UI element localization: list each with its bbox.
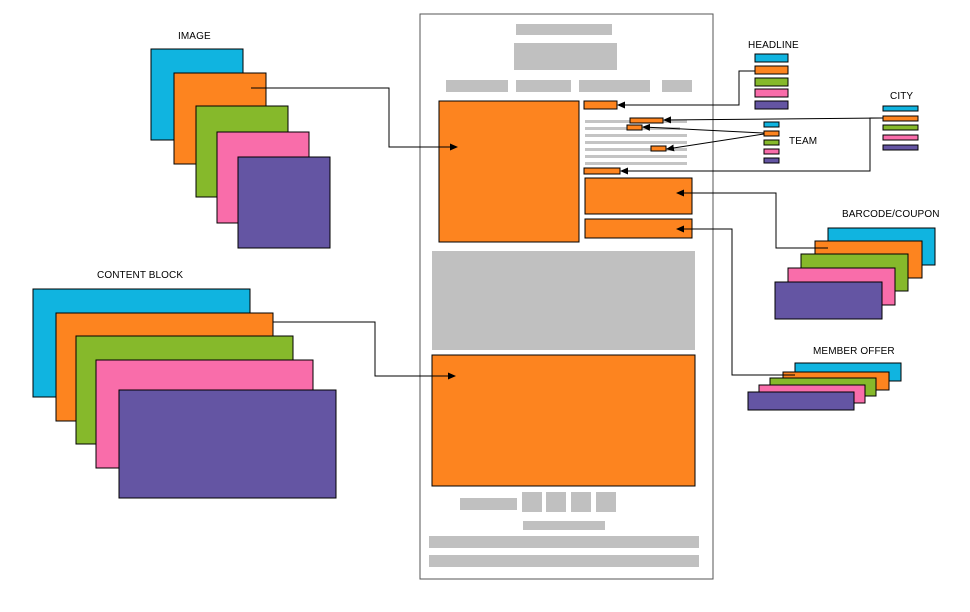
- headline-swatch-orange: [754, 65, 789, 75]
- social-icon-1: [522, 492, 542, 512]
- team-label: TEAM: [789, 136, 818, 147]
- city-arrow-1: [663, 116, 884, 124]
- social-icon-2: [546, 492, 566, 512]
- barcode-variant-purple: [774, 281, 883, 320]
- team-arrow-2: [666, 133, 765, 152]
- headline-swatch-cyan: [754, 53, 789, 63]
- city-label: CITY: [890, 91, 914, 102]
- content-block-variant-purple: [118, 389, 337, 499]
- city-swatch-purple: [882, 144, 919, 151]
- team-variant-stack: [763, 121, 780, 164]
- team-slot-2: [650, 145, 667, 152]
- city-swatch-cyan: [882, 105, 919, 112]
- content-block-variant-stack: [32, 288, 337, 499]
- team-arrow-1: [642, 123, 765, 134]
- city-swatch-green: [882, 124, 919, 131]
- social-icon-4: [596, 492, 616, 512]
- footer-link-bar: [523, 521, 605, 530]
- headline-label: HEADLINE: [748, 40, 799, 51]
- team-swatch-cyan: [763, 121, 780, 128]
- headline-arrow: [617, 70, 755, 109]
- preheader-bar: [516, 24, 612, 35]
- member-offer-variant-stack: [747, 362, 902, 411]
- headline-swatch-purple: [754, 100, 789, 110]
- image-arrow: [251, 87, 458, 151]
- image-label: IMAGE: [178, 31, 211, 42]
- image-variant-purple: [237, 156, 331, 249]
- headline-slot: [583, 100, 618, 110]
- city-slot: [629, 117, 664, 124]
- footer-legal-bar-1: [429, 536, 699, 548]
- content-block-slot: [431, 354, 696, 487]
- city-arrow-2: [620, 117, 883, 175]
- content-block-label: CONTENT BLOCK: [97, 270, 184, 281]
- nav-item-2: [516, 80, 571, 92]
- headline-swatch-green: [754, 77, 789, 87]
- team-slot-1: [626, 124, 643, 131]
- email-mockup: [419, 13, 714, 580]
- social-icon-3: [571, 492, 591, 512]
- city-slot-footer: [583, 167, 621, 175]
- member-offer-variant-purple: [747, 391, 855, 411]
- member-offer-arrow: [676, 225, 795, 376]
- hero-image-slot: [438, 100, 580, 243]
- image-variant-stack: [150, 48, 331, 249]
- member-offer-slot: [584, 218, 693, 239]
- barcode-coupon-arrow: [676, 189, 828, 249]
- team-swatch-pink: [763, 148, 780, 155]
- footer-text-placeholder: [460, 498, 517, 510]
- footer-legal-bar-2: [429, 555, 699, 567]
- gray-content-placeholder: [432, 251, 695, 350]
- headline-swatch-pink: [754, 88, 789, 98]
- nav-item-4: [662, 80, 692, 92]
- barcode-coupon-slot: [584, 177, 693, 215]
- team-swatch-orange: [763, 130, 780, 137]
- headline-variant-stack: [754, 53, 789, 110]
- team-swatch-purple: [763, 157, 780, 164]
- logo-placeholder: [514, 43, 617, 70]
- city-swatch-orange: [882, 115, 919, 122]
- team-swatch-green: [763, 139, 780, 146]
- content-block-arrow: [273, 321, 456, 380]
- barcode-coupon-variant-stack: [774, 227, 936, 320]
- barcode-coupon-label: BARCODE/COUPON: [842, 209, 940, 220]
- nav-item-1: [446, 80, 508, 92]
- city-swatch-pink: [882, 134, 919, 141]
- member-offer-label: MEMBER OFFER: [813, 346, 895, 357]
- city-variant-stack: [882, 105, 919, 151]
- connector-arrows: [251, 70, 884, 380]
- nav-item-3: [579, 80, 650, 92]
